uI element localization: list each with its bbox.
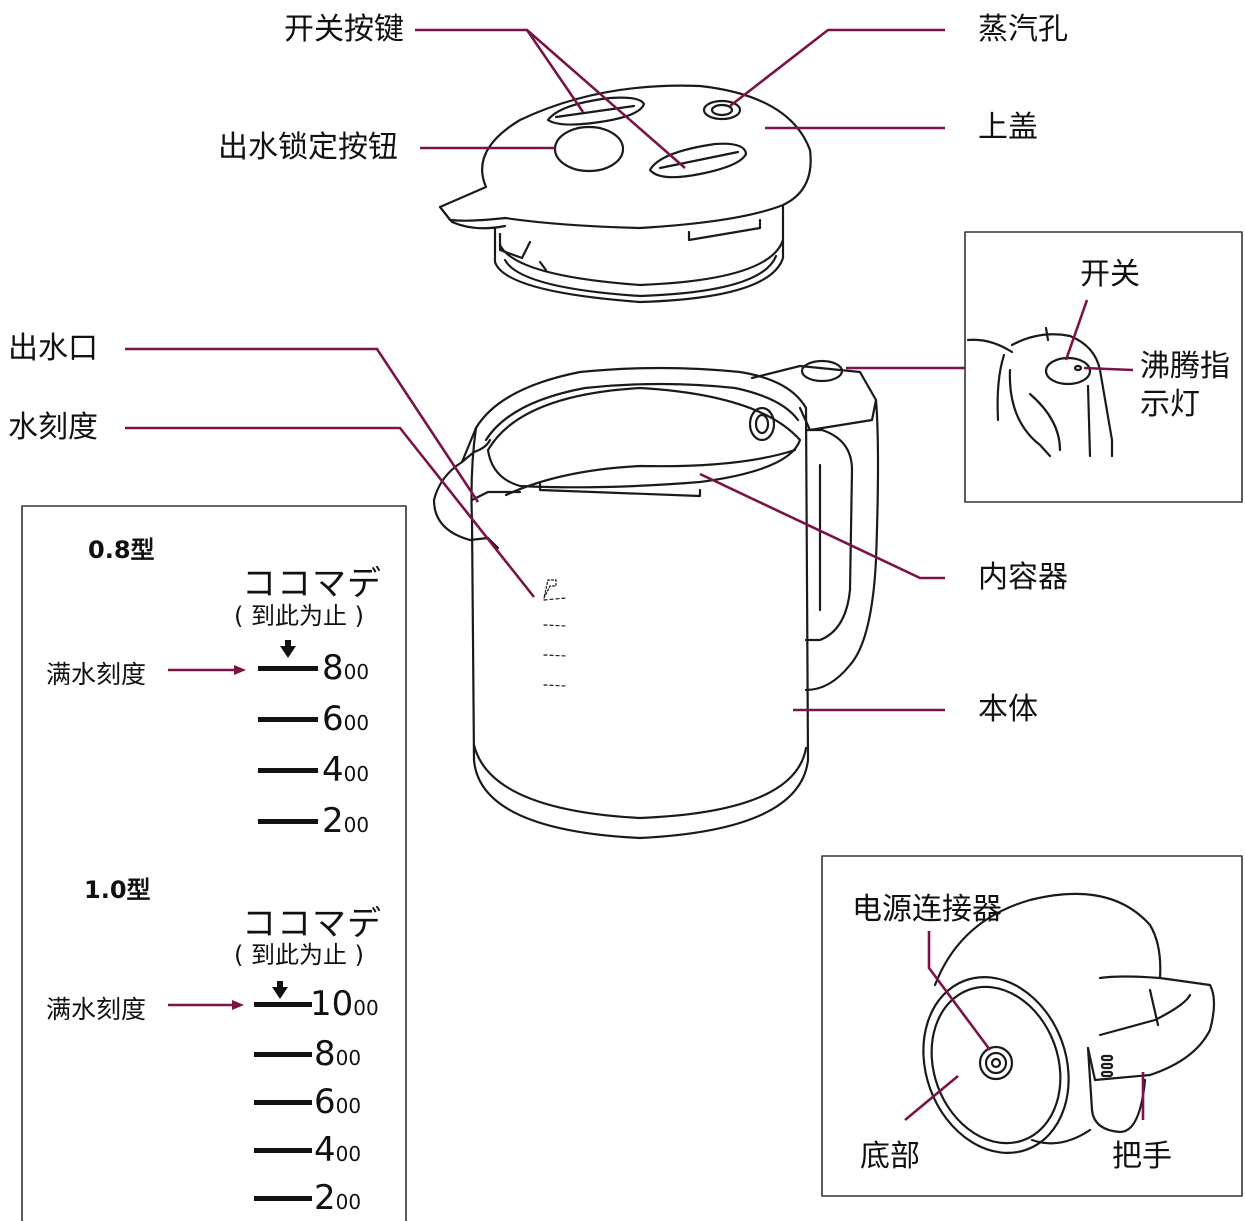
scale-mark: 1000 <box>310 984 379 1024</box>
scale-mark: 200 <box>322 801 370 841</box>
leader-arrowheads <box>232 665 246 1010</box>
scale-bar <box>258 768 318 773</box>
lid-illustration <box>438 84 812 304</box>
label-power-connector: 电源连接器 <box>852 892 1002 927</box>
scale-mark: 600 <box>322 699 370 739</box>
scale-mark: 400 <box>314 1130 362 1170</box>
label-spout: 出水口 <box>8 331 98 366</box>
scale-stop-text-0-8: ココマデ <box>242 564 382 604</box>
full-label-0-8: 满水刻度 <box>46 660 147 689</box>
label-boil-indicator-1: 沸腾指 <box>1140 349 1230 384</box>
scale-stop-subtext-1-0: ( 到此为止 ) <box>234 941 364 969</box>
scale-panel-frame <box>21 505 407 1221</box>
label-steam-hole: 蒸汽孔 <box>978 12 1068 47</box>
inset-frame-bottom <box>821 855 1243 1197</box>
kettle-illustration <box>432 359 880 840</box>
scale-bar <box>254 1196 312 1201</box>
scale-bar <box>254 1052 312 1057</box>
scale-title-1-0: 1.0型 <box>84 876 151 904</box>
scale-bar <box>258 666 318 671</box>
label-inner-container: 内容器 <box>978 560 1068 595</box>
label-outlet-lock-button: 出水锁定按钮 <box>218 130 398 165</box>
label-water-scale: 水刻度 <box>8 410 98 445</box>
scale-mark: 400 <box>322 750 370 790</box>
label-handle: 把手 <box>1112 1139 1172 1174</box>
label-switch-buttons: 开关按键 <box>284 12 404 47</box>
scale-bar <box>254 1148 312 1153</box>
scale-mark: 200 <box>314 1178 362 1218</box>
label-switch: 开关 <box>1080 257 1140 292</box>
scale-bar <box>258 717 318 722</box>
scale-title-0-8: 0.8型 <box>88 536 155 564</box>
stop-arrows <box>272 640 296 999</box>
label-body: 本体 <box>978 692 1038 727</box>
bottom-inset-illustration <box>922 892 1216 1154</box>
scale-mark: 800 <box>314 1034 362 1074</box>
full-label-1-0: 满水刻度 <box>46 995 147 1024</box>
label-lid: 上盖 <box>978 110 1038 145</box>
scale-mark: 600 <box>314 1082 362 1122</box>
scale-bar <box>254 1100 312 1105</box>
scale-stop-subtext-0-8: ( 到此为止 ) <box>234 602 364 630</box>
scale-bar <box>254 1002 312 1007</box>
leader-lines <box>125 28 1145 1122</box>
switch-inset-illustration <box>966 326 1114 458</box>
label-bottom: 底部 <box>860 1139 920 1174</box>
label-boil-indicator-2: 示灯 <box>1140 387 1200 422</box>
scale-bar <box>258 819 318 824</box>
scale-stop-text-1-0: ココマデ <box>242 904 382 944</box>
scale-mark: 800 <box>322 648 370 688</box>
